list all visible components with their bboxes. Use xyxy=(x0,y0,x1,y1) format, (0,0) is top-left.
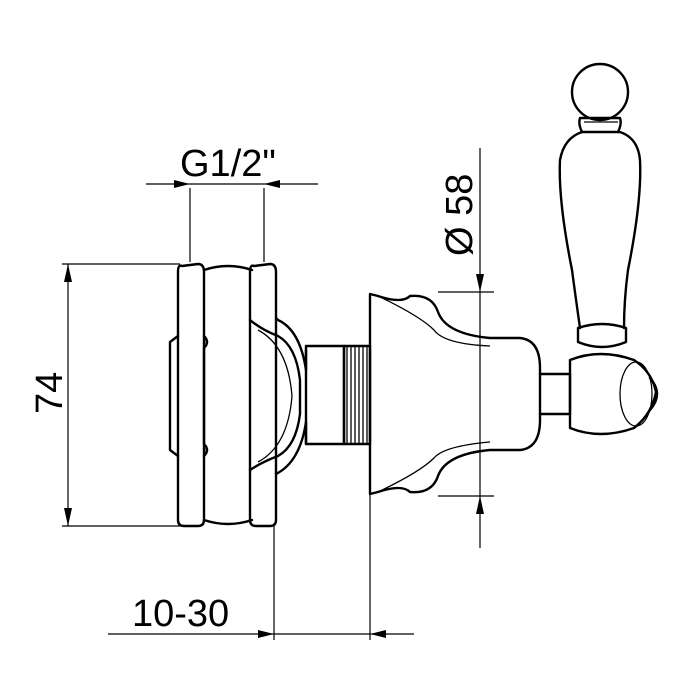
dimension-diameter: Ø 58 xyxy=(438,148,494,548)
lever-handle xyxy=(538,62,659,436)
dimension-height: 74 xyxy=(29,263,180,527)
valve-body xyxy=(168,262,308,528)
dimension-thread-label: G1/2" xyxy=(180,143,276,185)
dimension-thread: G1/2" xyxy=(146,143,318,262)
valve-stem xyxy=(304,344,372,446)
dimension-adjust-range: 10-30 xyxy=(108,494,414,640)
dimension-diameter-label: Ø 58 xyxy=(439,174,481,256)
dimension-adjust-range-label: 10-30 xyxy=(132,593,229,635)
dimension-height-label: 74 xyxy=(29,372,71,414)
escutcheon xyxy=(368,292,542,496)
